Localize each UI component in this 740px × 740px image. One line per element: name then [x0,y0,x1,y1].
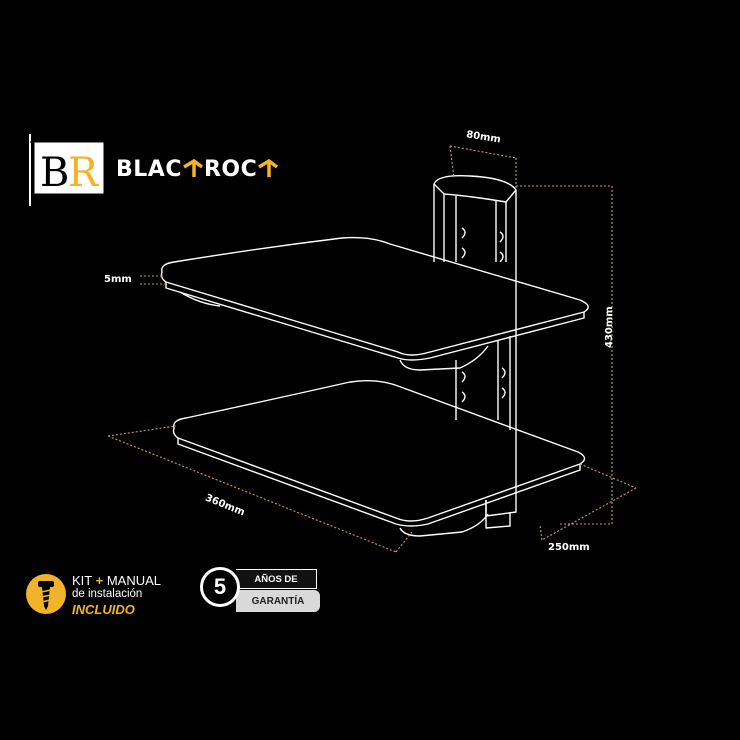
dim-line-360 [107,425,413,553]
rail-cap [433,174,517,203]
dim-label-shelf-depth: 250mm [548,542,590,553]
vertical-rail [433,184,517,517]
brand-logo: B R BLAC ROC [24,130,324,210]
dim-line-430 [516,185,613,525]
dim-label-thickness: 5mm [104,274,132,285]
dim-line-80 [449,145,517,190]
bottom-shelf [172,379,586,522]
monogram-r: R [68,150,100,196]
dim-line-5 [140,275,166,285]
kit-badge: KIT + MANUAL de instalación INCLUIDO [24,568,194,624]
kit-line1: KIT + MANUAL [72,573,162,588]
top-shelf-bracket [179,291,489,371]
arrow-up-right-icon [183,158,204,177]
kit-line2: de instalación [72,588,143,600]
brand-word-part1: BLAC [116,157,182,182]
brand-wordmark: BLAC ROC [116,157,279,182]
kit-line3: INCLUIDO [72,602,135,617]
bottom-shelf-bracket [399,513,489,537]
dim-line-250 [539,463,637,541]
arrow-up-right-icon [258,158,279,177]
warranty-years: 5 [200,567,240,607]
monogram-icon: B R [29,134,105,206]
monogram-b: B [40,150,69,196]
dim-label-height: 430mm [604,306,615,348]
screw-icon [26,574,66,614]
warranty-badge: AÑOS DE GARANTÍA 5 [196,563,326,619]
top-shelf [160,236,589,356]
warranty-bottom-text: GARANTÍA [236,590,320,612]
brand-word-part2: ROC [203,157,258,182]
warranty-top-text: AÑOS DE [236,569,317,589]
